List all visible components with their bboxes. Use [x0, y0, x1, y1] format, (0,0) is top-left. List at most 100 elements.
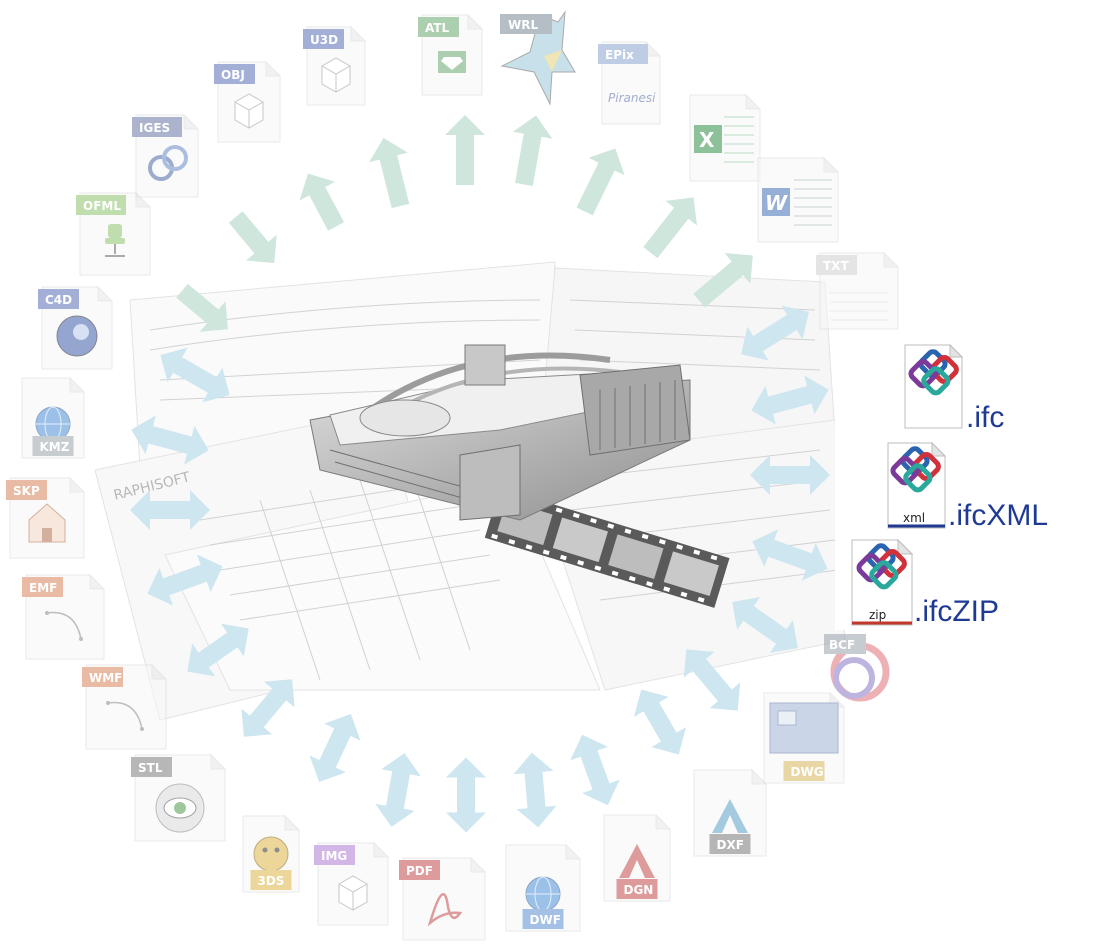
ifc-panel: .ifc xml .ifcXML — [835, 330, 1094, 630]
double-arrow — [732, 597, 798, 653]
arrow — [228, 211, 277, 263]
script-icon: Piranesi — [608, 91, 656, 105]
format-label: TXT — [823, 259, 849, 273]
film-strip — [484, 488, 730, 608]
file-pdf: PDF — [399, 856, 487, 941]
svg-text:X: X — [699, 128, 715, 152]
format-tag — [76, 195, 126, 215]
page-fold — [565, 843, 582, 860]
file-img: IMG — [314, 841, 390, 926]
page-fold — [210, 753, 227, 770]
format-tag — [314, 845, 355, 865]
iges-icon — [148, 145, 188, 181]
autocad-icon — [619, 844, 655, 878]
double-arrow — [130, 490, 210, 530]
format-tag — [824, 634, 866, 654]
format-label: WRL — [508, 18, 538, 32]
double-arrow — [309, 714, 361, 782]
format-tag — [82, 667, 123, 687]
cheetah-icon — [253, 836, 289, 872]
format-tag — [214, 64, 255, 84]
center-illustration: RAPHISOFT — [94, 261, 846, 721]
format-label: C4D — [45, 293, 72, 307]
format-label: WMF — [89, 671, 122, 685]
page-fold — [89, 573, 106, 590]
double-arrow — [446, 757, 486, 833]
text-file-icon — [830, 292, 888, 321]
format-label: IMG — [321, 849, 347, 863]
format-label: EPix — [605, 48, 634, 62]
ifc-file-icon — [904, 343, 964, 429]
arrow — [576, 148, 625, 216]
file-xls: X — [689, 93, 762, 182]
house-icon — [28, 503, 66, 543]
double-arrow — [131, 415, 209, 465]
file-dgn: DGN — [603, 813, 672, 902]
format-label: BCF — [829, 638, 855, 652]
page-fold — [97, 285, 114, 302]
double-arrow — [375, 753, 421, 827]
format-label: OBJ — [221, 68, 245, 82]
arrow — [299, 173, 345, 231]
building-model — [309, 344, 691, 521]
page-fold — [645, 40, 662, 57]
format-tag — [709, 834, 751, 854]
arrow — [693, 253, 753, 308]
drawing-linework — [149, 299, 839, 681]
page-fold — [373, 841, 390, 858]
format-label: 3DS — [258, 874, 285, 888]
double-arrow — [513, 752, 557, 828]
format-label: KMZ — [40, 440, 70, 454]
format-tag — [32, 436, 74, 456]
file-doc: W — [757, 156, 840, 243]
page-fold — [883, 251, 900, 268]
dwg-icon — [769, 702, 839, 754]
format-tag — [418, 17, 459, 37]
page-fold — [745, 93, 762, 110]
autocad-icon — [712, 799, 748, 833]
arrow — [643, 197, 697, 259]
ifc-logo-icon — [908, 349, 959, 396]
format-tag — [132, 117, 182, 137]
format-tag — [500, 14, 552, 34]
arrow-ring — [130, 115, 830, 833]
format-tag — [6, 480, 47, 500]
ifc-logo-icon — [890, 446, 941, 493]
file-c4d: C4D — [38, 285, 114, 370]
arrow — [445, 115, 485, 185]
page-fold — [183, 113, 200, 130]
file-skp: SKP — [6, 476, 86, 559]
bcf-icon-inner — [833, 657, 875, 699]
file-dwf: DWF — [505, 843, 582, 932]
ifczip-label: .ifcZIP — [914, 595, 999, 628]
format-label: OFML — [83, 199, 121, 213]
file-txt: TXT — [816, 251, 900, 330]
file-atl: ATL — [418, 13, 484, 96]
cube-icon — [338, 875, 368, 911]
page-fold — [470, 856, 487, 873]
format-label: STL — [138, 761, 163, 775]
format-tag — [598, 44, 648, 64]
word-icon: W — [762, 179, 832, 226]
double-arrow — [187, 623, 249, 677]
page-fold — [467, 13, 484, 30]
format-tag — [22, 577, 63, 597]
chair-icon — [105, 224, 125, 257]
format-label: PDF — [406, 864, 433, 878]
curve-icon — [45, 611, 83, 641]
file-u3d: U3D — [303, 25, 367, 106]
globe-icon — [35, 406, 71, 442]
double-arrow — [741, 305, 809, 361]
format-label: U3D — [310, 33, 338, 47]
cube-icon — [321, 57, 351, 93]
double-arrow — [147, 554, 223, 606]
file-dxf: DXF — [693, 768, 768, 857]
format-label: EMF — [29, 581, 57, 595]
page-fold — [751, 768, 768, 785]
file-emf: EMF — [22, 573, 106, 660]
globe-icon — [525, 876, 561, 912]
ifc-logo-icon — [856, 543, 907, 590]
file-page — [757, 157, 839, 243]
xml-badge: xml — [903, 511, 925, 525]
